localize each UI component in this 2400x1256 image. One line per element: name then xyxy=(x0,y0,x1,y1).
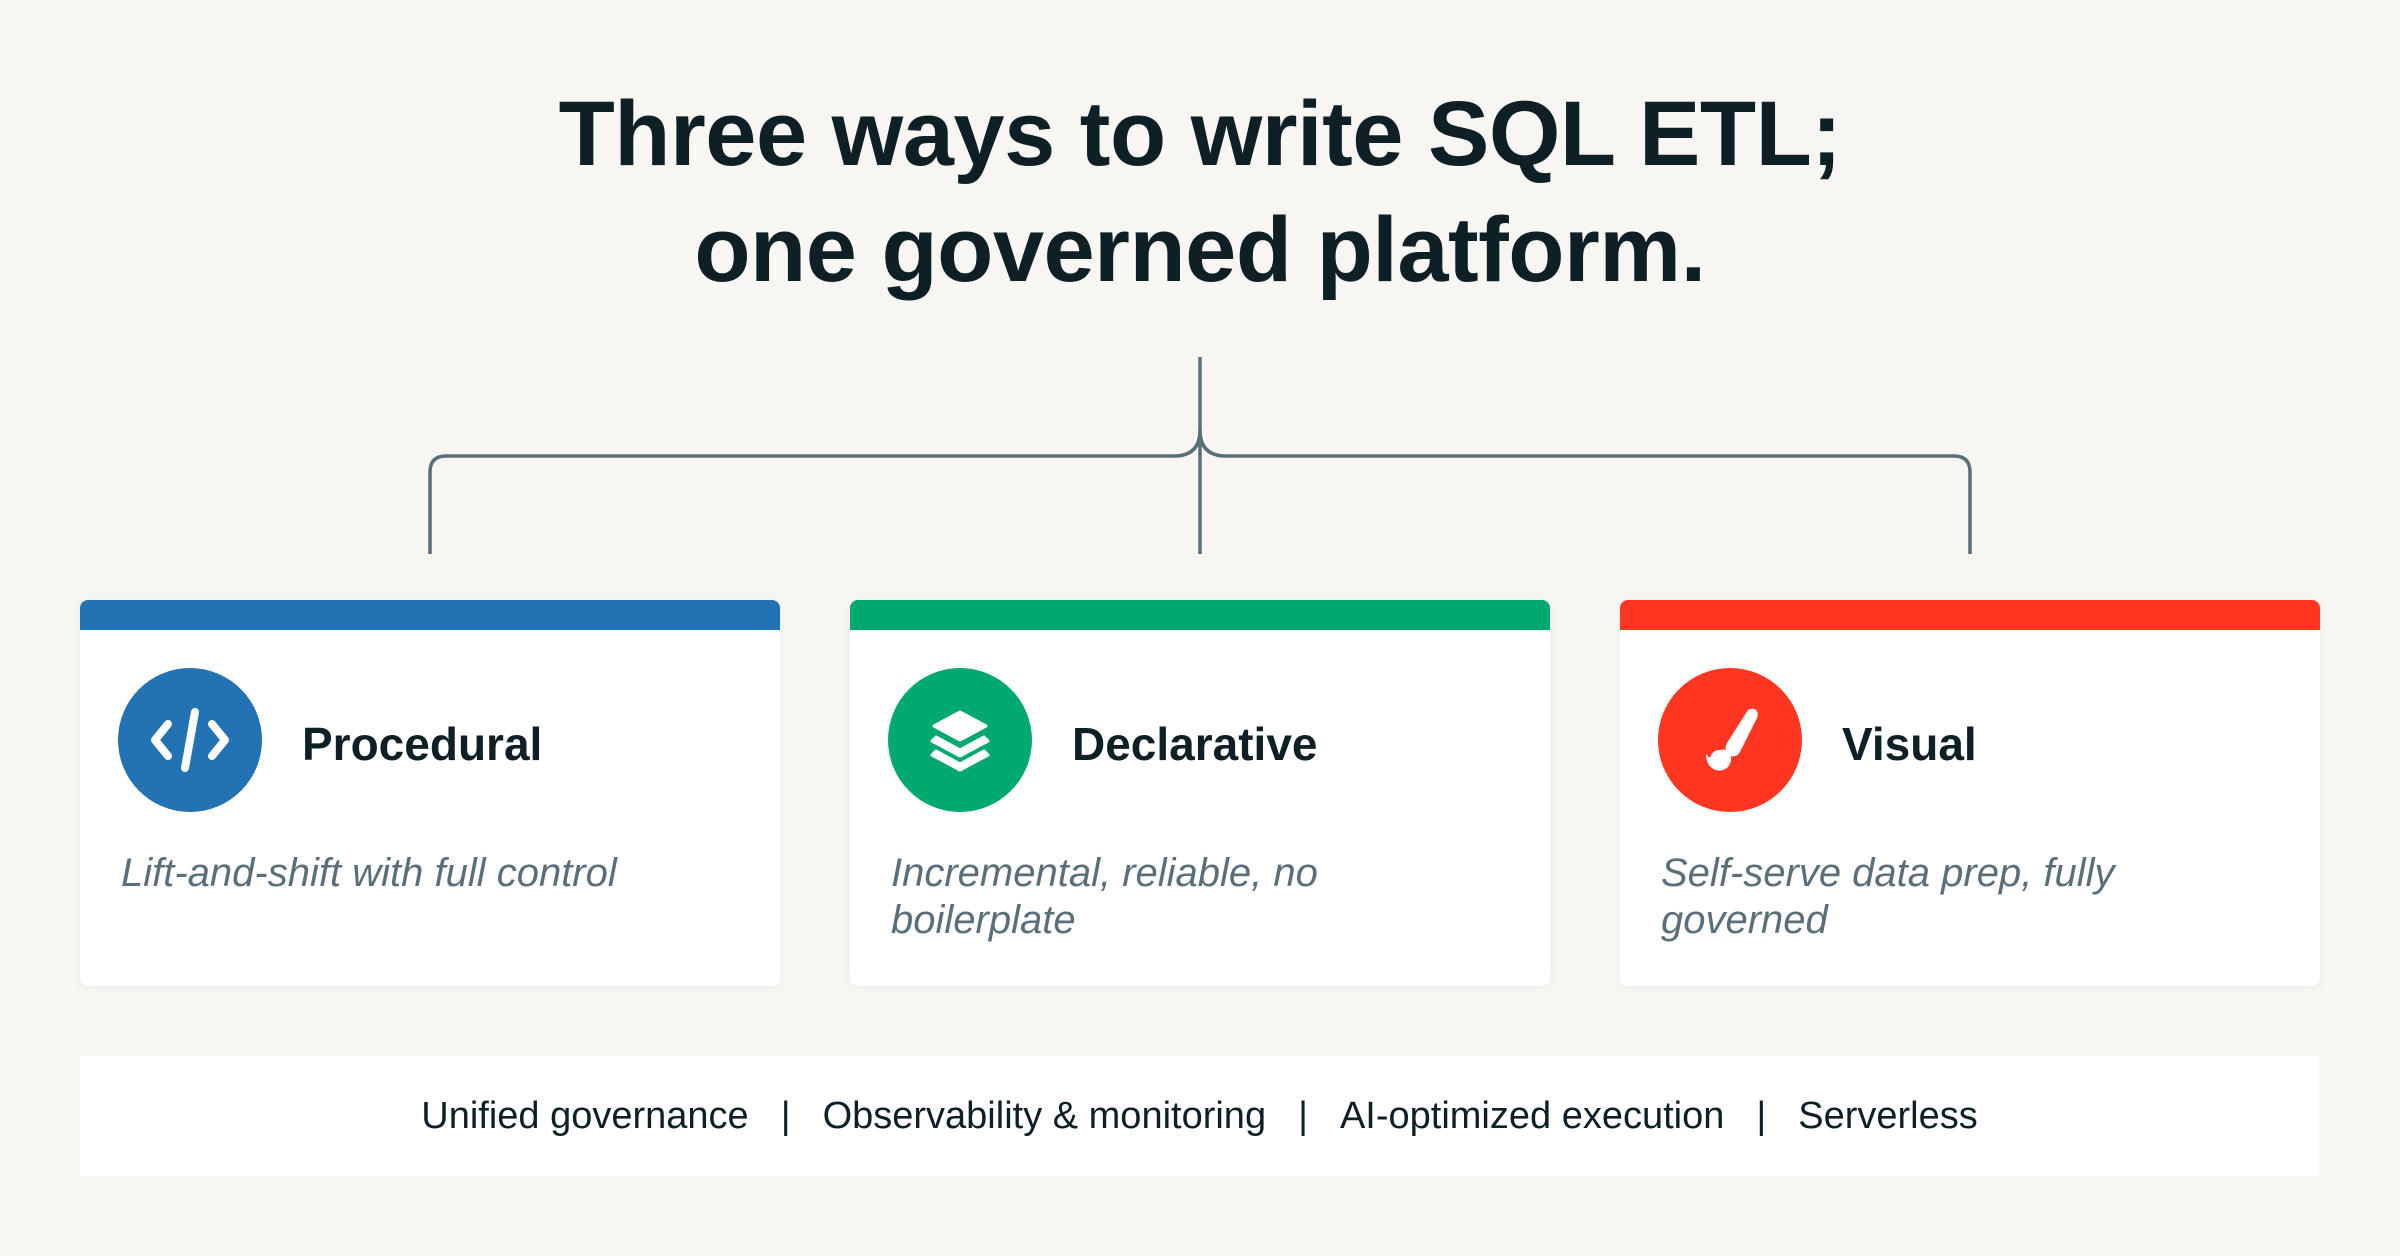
separator: | xyxy=(780,1094,791,1137)
capability-serverless: Serverless xyxy=(1798,1094,1978,1137)
card-accent-bar xyxy=(1620,600,2320,630)
card-accent-bar xyxy=(850,600,1550,630)
capability-unified-governance: Unified governance xyxy=(421,1094,749,1137)
card-title: Visual xyxy=(1842,718,1977,770)
card-visual: Visual Self-serve data prep, fully gover… xyxy=(1620,600,2320,986)
title-line-1: Three ways to write SQL ETL; xyxy=(558,83,1842,185)
card-procedural: Procedural Lift-and-shift with full cont… xyxy=(80,600,780,986)
title-line-2: one governed platform. xyxy=(694,199,1706,301)
separator: | xyxy=(1756,1094,1767,1137)
card-description: Incremental, reliable, no boilerplate xyxy=(891,851,1318,942)
card-title: Procedural xyxy=(302,718,543,770)
card-declarative: Declarative Incremental, reliable, no bo… xyxy=(850,600,1550,986)
layers-icon xyxy=(888,668,1032,812)
page-title: Three ways to write SQL ETL; one governe… xyxy=(0,76,2400,308)
capability-ai-optimized: AI-optimized execution xyxy=(1339,1094,1725,1137)
card-description: Lift-and-shift with full control xyxy=(121,851,617,895)
code-icon xyxy=(118,668,262,812)
capabilities-bar: Unified governance | Observability & mon… xyxy=(80,1056,2319,1176)
capability-observability: Observability & monitoring xyxy=(822,1094,1267,1137)
separator: | xyxy=(1298,1094,1308,1137)
card-accent-bar xyxy=(80,600,780,630)
card-description: Self-serve data prep, fully governed xyxy=(1661,851,2115,942)
paintbrush-icon xyxy=(1658,668,1802,812)
card-title: Declarative xyxy=(1072,718,1318,770)
